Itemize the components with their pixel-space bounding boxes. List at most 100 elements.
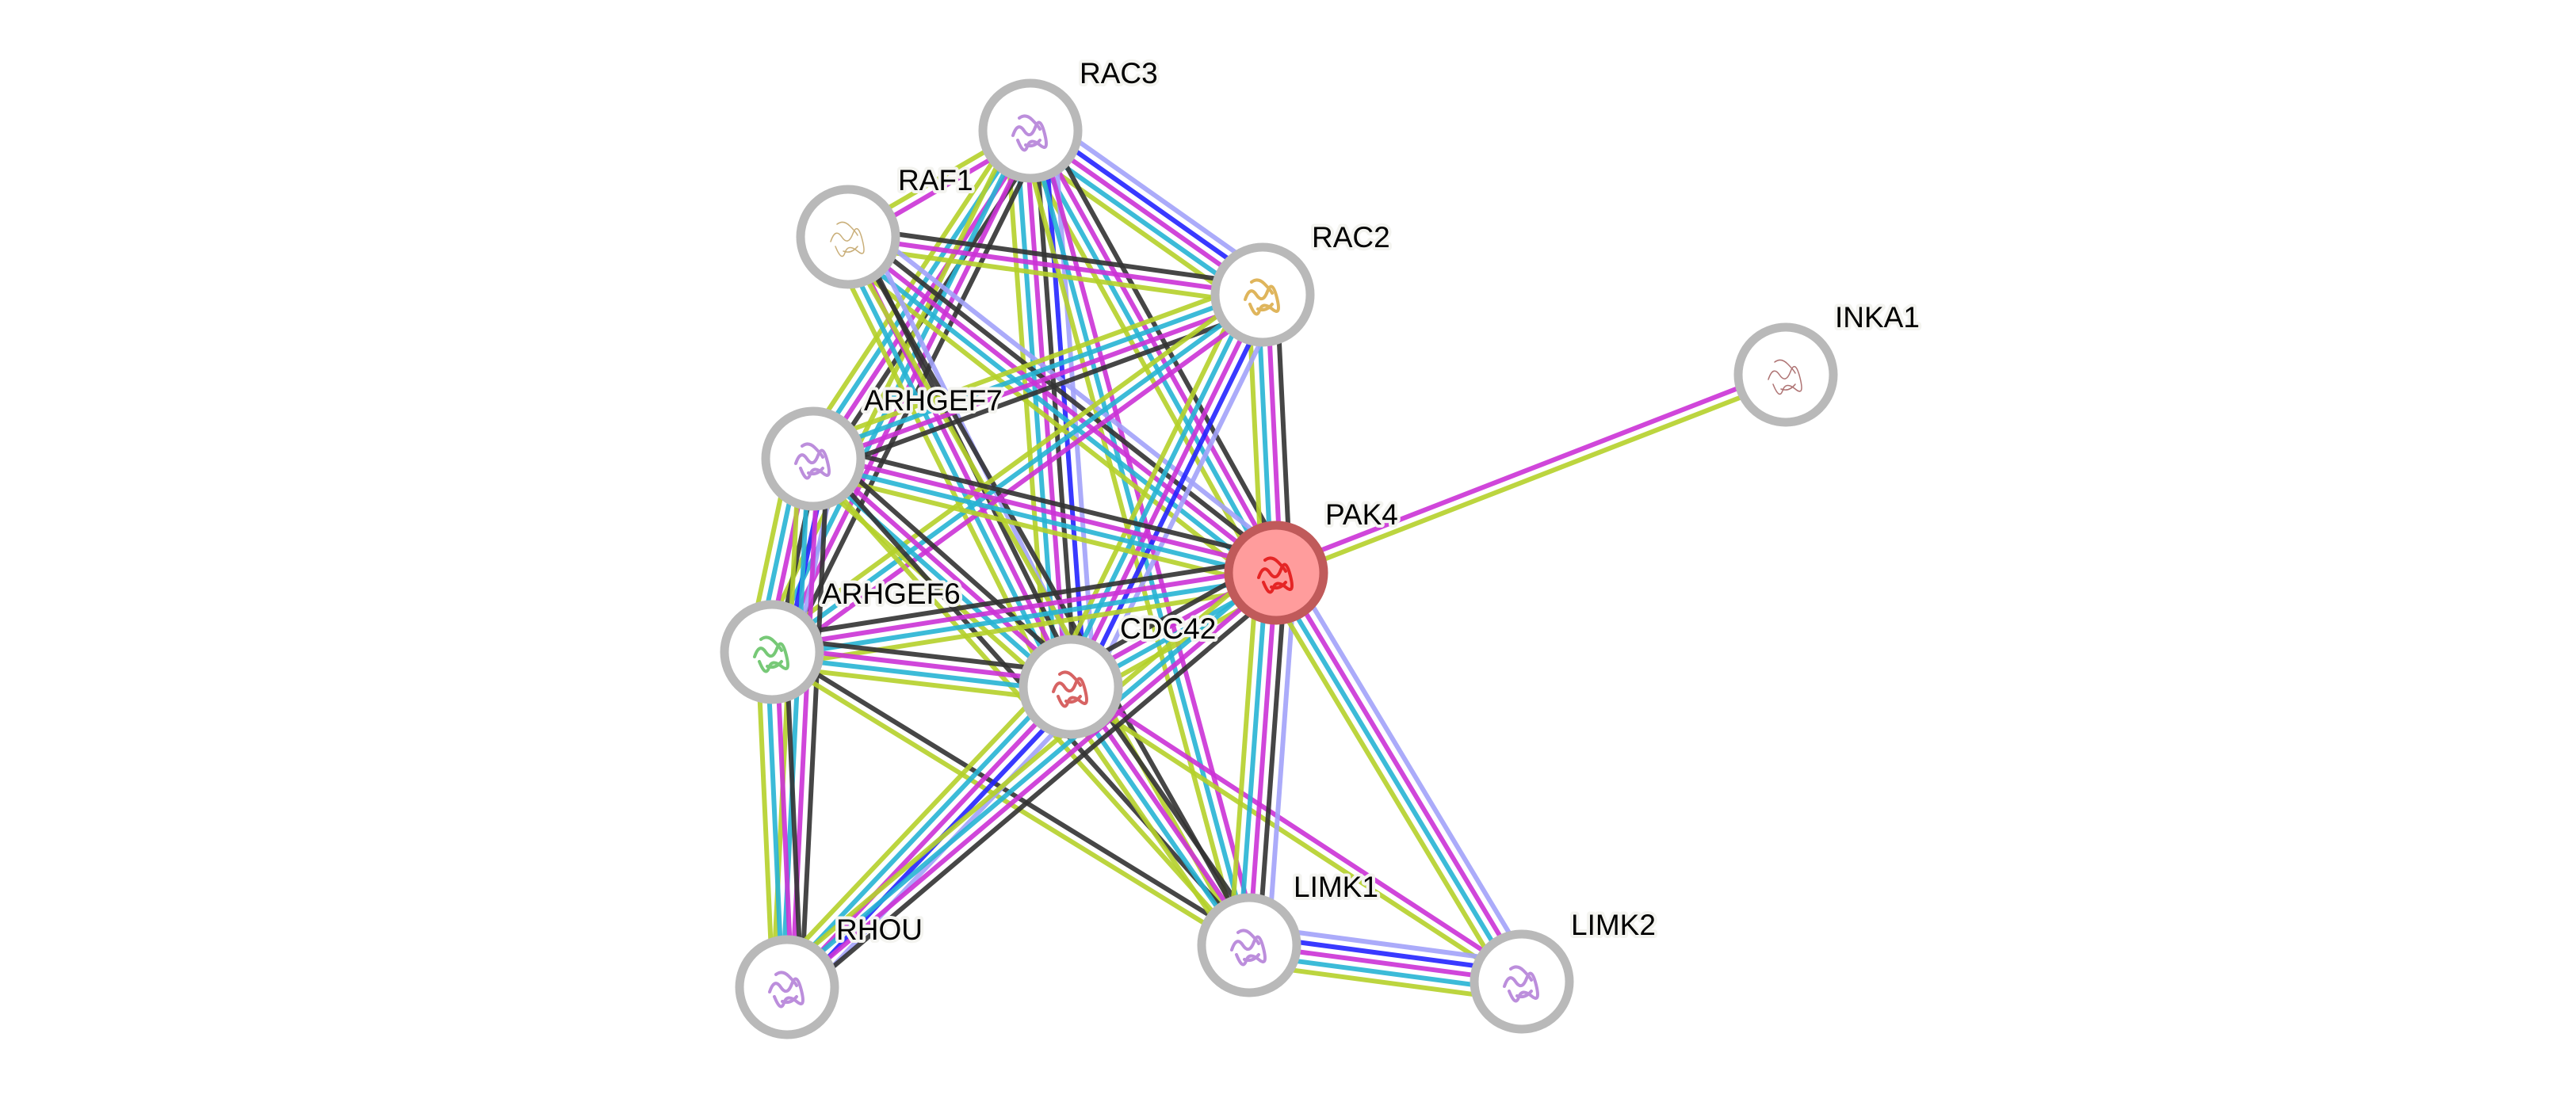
node-circle[interactable] <box>1733 322 1838 427</box>
evidence-line-database <box>778 678 1066 982</box>
node-arhgef6[interactable] <box>720 600 824 704</box>
evidence-line-homology <box>1265 574 1298 947</box>
node-circle[interactable] <box>1019 635 1123 739</box>
evidence-line-database <box>840 242 1272 582</box>
evidence-line-experiments <box>774 651 794 987</box>
evidence-line-database <box>810 288 1262 457</box>
edge-rac2-cdc42[interactable] <box>1051 285 1282 696</box>
evidence-line-homology <box>1286 564 1537 976</box>
node-pak4[interactable] <box>1224 521 1328 625</box>
evidence-line-experiments <box>1068 293 1265 688</box>
evidence-line-textmining <box>768 654 1248 952</box>
edge-pak4-rhou[interactable] <box>776 559 1287 1001</box>
node-label-arhgef7: ARHGEF7 <box>864 384 1003 417</box>
protein-structure-icon <box>794 442 831 480</box>
evidence-line-experiments <box>1072 681 1526 980</box>
edge-arhgef7-pak4[interactable] <box>808 442 1281 589</box>
node-circle[interactable] <box>978 78 1083 183</box>
protein-structure-icon <box>1244 278 1280 316</box>
evidence-line-experiments <box>770 566 1276 650</box>
protein-structure-icon <box>830 221 865 257</box>
protein-structure-icon <box>753 635 789 673</box>
evidence-line-experiments <box>1278 569 1528 981</box>
evidence-line-experiments <box>1247 572 1278 946</box>
node-label-limk1: LIMK1 <box>1294 871 1378 903</box>
node-label-rac2: RAC2 <box>1312 221 1390 254</box>
evidence-line-database <box>765 652 785 988</box>
node-circle[interactable] <box>720 600 824 704</box>
nodes-layer <box>720 78 1838 1039</box>
node-circle[interactable] <box>1470 929 1574 1034</box>
evidence-line-coexpression <box>852 227 1284 567</box>
node-limk2[interactable] <box>1470 929 1574 1034</box>
node-rhou[interactable] <box>735 935 839 1039</box>
protein-structure-icon <box>1052 670 1088 708</box>
node-label-arhgef6: ARHGEF6 <box>822 578 961 610</box>
edge-pak4-limk1[interactable] <box>1228 571 1298 947</box>
evidence-line-textmining <box>765 284 1259 646</box>
evidence-line-coexpression <box>1032 130 1078 687</box>
evidence-line-coexpression <box>1256 573 1288 947</box>
node-circle[interactable] <box>1197 893 1301 997</box>
protein-structure-icon <box>768 971 805 1009</box>
node-label-pak4: PAK4 <box>1325 498 1398 531</box>
edge-arhgef6-pak4[interactable] <box>769 556 1279 669</box>
node-circle[interactable] <box>796 185 900 289</box>
evidence-line-experiments <box>785 685 1073 990</box>
evidence-line-textmining <box>1051 285 1248 680</box>
evidence-line-textmining <box>846 243 1262 307</box>
evidence-line-database <box>1237 571 1270 945</box>
edge-arhgef6-limk1[interactable] <box>768 646 1253 952</box>
evidence-line-experiments <box>813 452 1278 571</box>
evidence-line-coexpression <box>773 635 1073 676</box>
node-circle[interactable] <box>1210 242 1315 347</box>
node-circle[interactable] <box>761 406 866 511</box>
evidence-line-coexpression <box>798 459 830 989</box>
evidence-line-coexpression <box>794 582 1287 1001</box>
evidence-line-cooccurrence <box>1077 297 1274 692</box>
protein-structure-icon <box>1257 556 1294 594</box>
node-cdc42[interactable] <box>1019 635 1123 739</box>
evidence-line-textmining <box>835 250 1267 590</box>
node-rac2[interactable] <box>1210 242 1315 347</box>
node-label-raf1: RAF1 <box>898 164 973 196</box>
protein-structure-icon <box>1230 929 1267 967</box>
node-arhgef7[interactable] <box>761 406 866 511</box>
evidence-line-textmining <box>1067 688 1521 988</box>
evidence-line-experiments <box>1273 368 1785 571</box>
edge-pak4-inka1[interactable] <box>1273 368 1789 580</box>
node-label-rac3: RAC3 <box>1080 57 1158 90</box>
node-inka1[interactable] <box>1733 322 1838 427</box>
evidence-line-database <box>811 460 1276 580</box>
edge-pak4-limk2[interactable] <box>1261 564 1537 990</box>
edge-raf1-rac2[interactable] <box>846 225 1265 307</box>
evidence-line-textmining <box>807 279 1259 448</box>
node-raf1[interactable] <box>796 185 900 289</box>
evidence-line-coexpression <box>782 135 1045 660</box>
edge-raf1-pak4[interactable] <box>835 219 1290 590</box>
node-circle[interactable] <box>1224 521 1328 625</box>
labels-layer: RAC3RAF1RAC2INKA1ARHGEF7PAK4ARHGEF6CDC42… <box>819 54 1923 949</box>
evidence-line-coexpression <box>773 646 1253 944</box>
evidence-line-textmining <box>808 470 1274 589</box>
edge-arhgef6-rhou[interactable] <box>755 651 804 988</box>
evidence-line-textmining <box>1228 571 1260 944</box>
node-label-limk2: LIMK2 <box>1571 909 1656 941</box>
edge-cdc42-limk2[interactable] <box>1067 681 1526 988</box>
evidence-line-coexpression <box>769 556 1275 641</box>
evidence-line-homology <box>1085 302 1282 696</box>
edge-rac2-arhgef6[interactable] <box>765 284 1270 662</box>
evidence-line-textmining <box>776 559 1269 978</box>
evidence-line-textmining <box>755 652 776 988</box>
evidence-line-database <box>772 574 1278 659</box>
evidence-line-database <box>808 460 1070 692</box>
evidence-line-database <box>1270 574 1520 986</box>
evidence-line-textmining <box>1277 376 1789 580</box>
evidence-line-textmining <box>770 663 1070 704</box>
evidence-line-homology <box>858 219 1290 560</box>
evidence-line-homology <box>1051 128 1097 686</box>
node-limk1[interactable] <box>1197 893 1301 997</box>
node-circle[interactable] <box>735 935 839 1039</box>
node-rac3[interactable] <box>978 78 1083 183</box>
evidence-line-experiments <box>788 574 1281 993</box>
